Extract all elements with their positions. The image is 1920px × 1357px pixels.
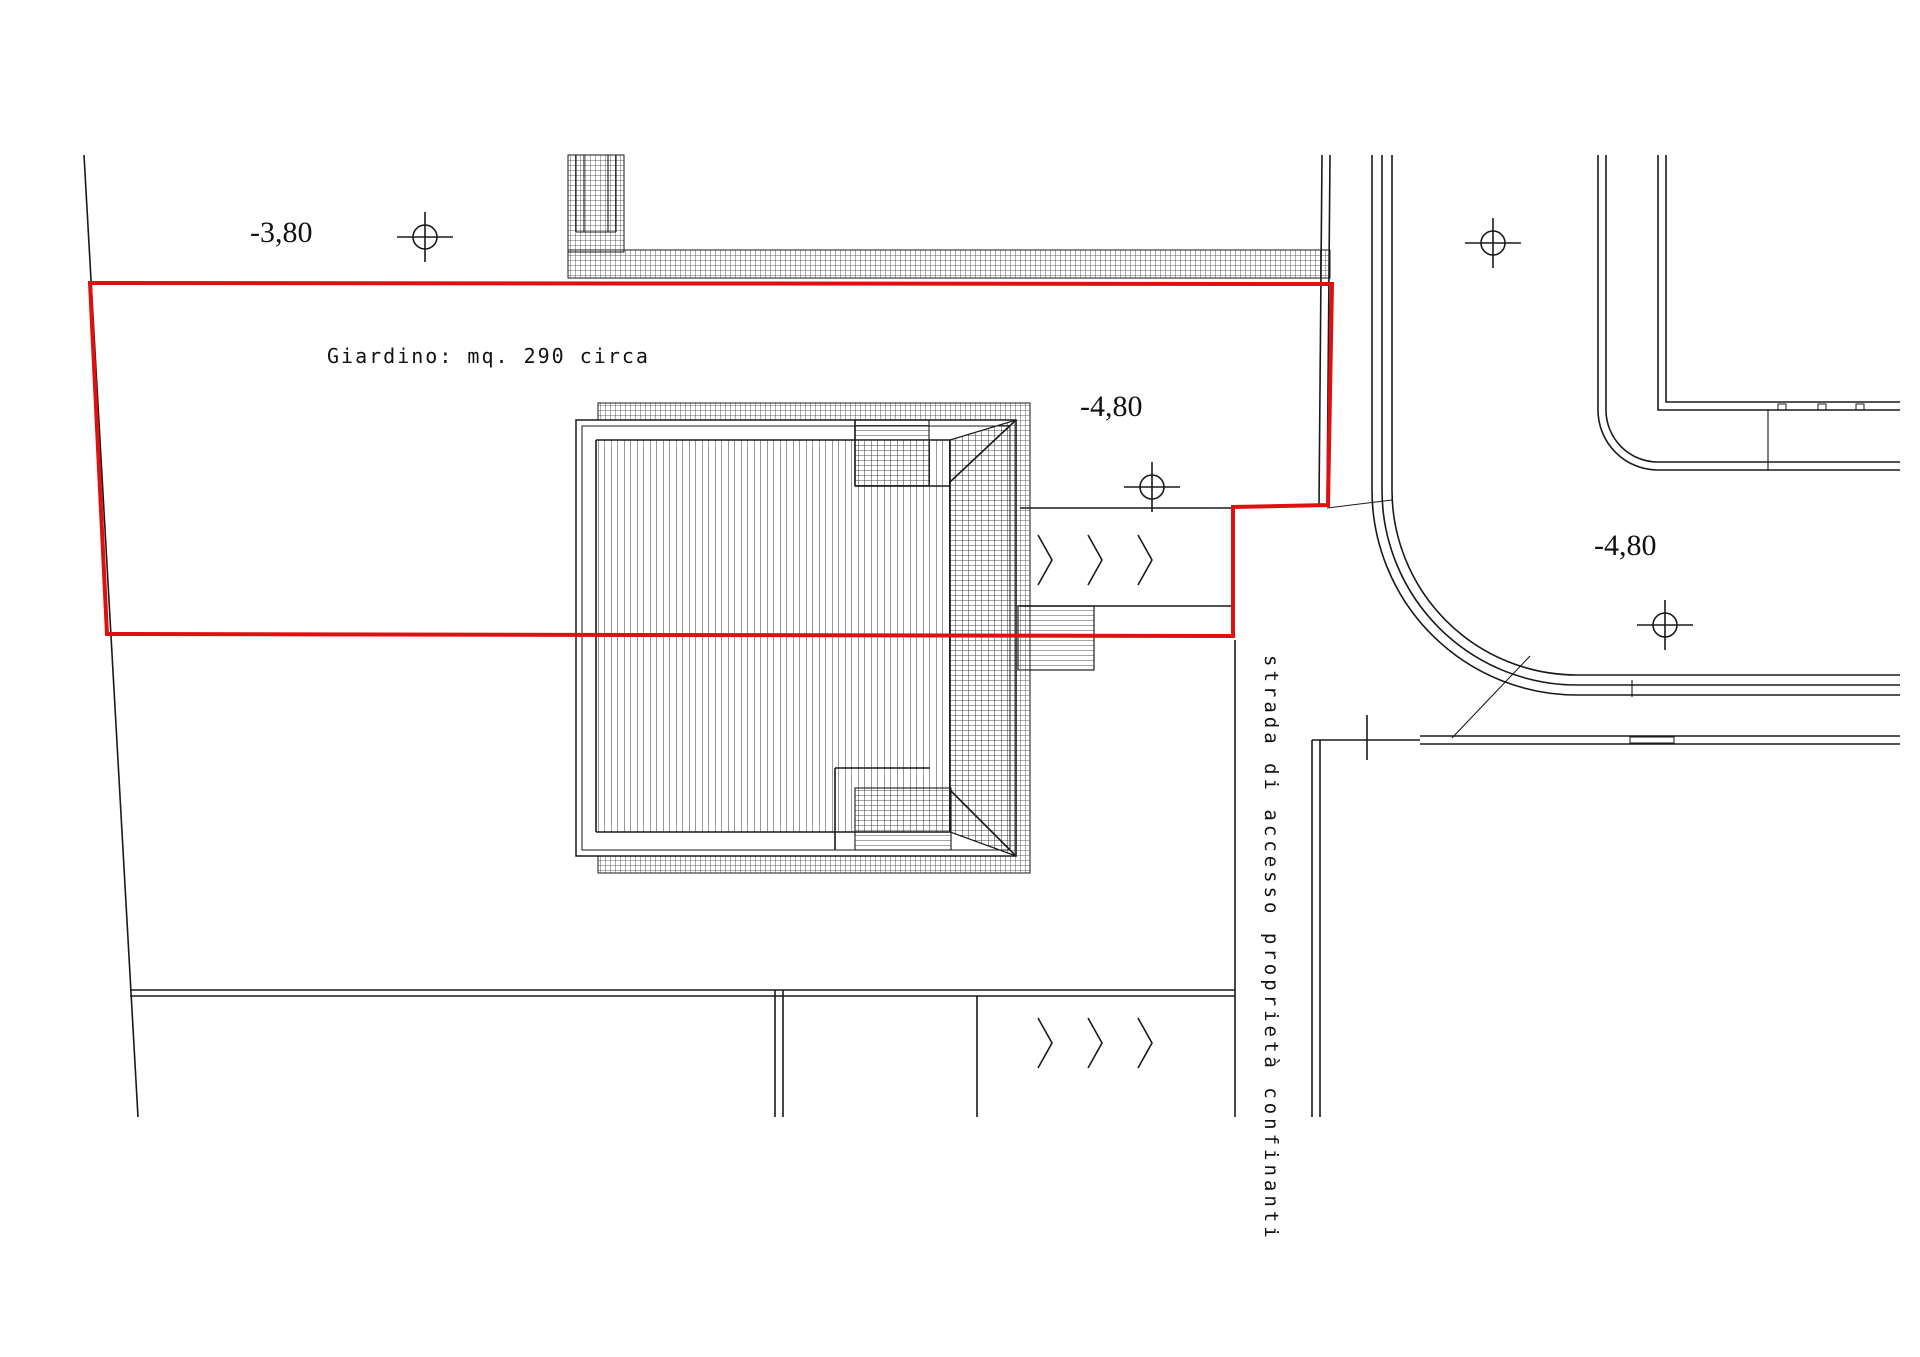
corner-block [1597, 155, 1900, 471]
chevron-right-icon [1037, 1017, 1153, 1069]
street-curve [1326, 155, 1900, 739]
house-roof [575, 402, 1031, 874]
property-boundary [87, 280, 1335, 639]
elevation-label-e: -4,80 [1594, 529, 1657, 562]
chevron-right-icon [1037, 534, 1153, 586]
garden-area-label: Giardino: mq. 290 circa [327, 344, 650, 368]
crosshair-circle-icon [1124, 462, 1180, 512]
south-fence [130, 989, 1235, 1117]
crosshair-circle-icon [1637, 600, 1693, 650]
elevation-label-ne: -4,80 [1080, 390, 1143, 423]
access-road-label: strada di accesso proprietà confinanti [1260, 655, 1282, 1242]
access-road [1234, 640, 1900, 1117]
elevation-label-nw: -3,80 [250, 216, 313, 249]
crosshair-circle-icon [1465, 218, 1521, 268]
north-wall [567, 154, 1331, 279]
driveway [1017, 507, 1235, 671]
crosshair-circle-icon [397, 212, 453, 262]
